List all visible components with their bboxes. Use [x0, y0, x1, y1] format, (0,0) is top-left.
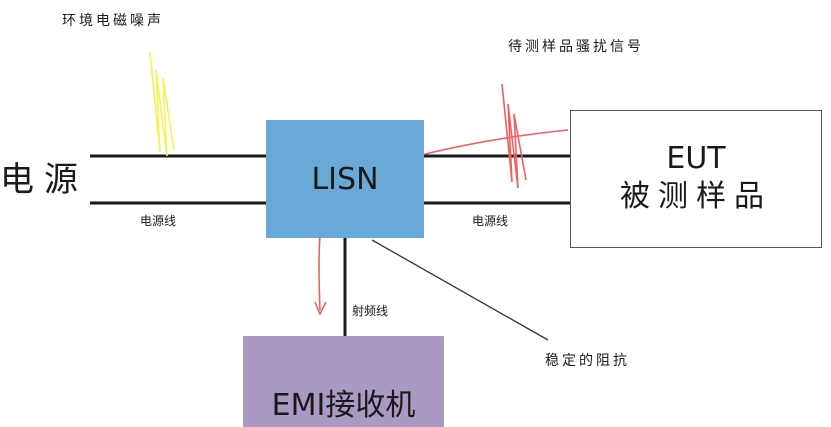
stable-impedance-label: 稳定的阻抗 — [545, 353, 630, 369]
eut-box: EUT 被测样品 — [570, 110, 822, 248]
eut-signal-label: 待测样品骚扰信号 — [508, 39, 644, 55]
impedance-pointer-line — [371, 239, 549, 341]
emi-receiver-label: EMI接收机 — [271, 388, 416, 423]
power-line-left-label: 电源线 — [140, 214, 177, 228]
emi-receiver-box: EMI接收机 — [243, 336, 444, 427]
power-source-label: 电源 — [0, 160, 88, 200]
rf-cable-label: 射频线 — [352, 304, 389, 318]
lisn-label: LISN — [311, 161, 379, 197]
eut-label: EUT — [666, 141, 726, 176]
power-line-right-label: 电源线 — [472, 214, 509, 228]
ambient-noise-squiggle — [149, 51, 175, 157]
lisn-box: LISN — [266, 120, 424, 238]
eut-name: 被测样品 — [620, 179, 772, 214]
ambient-noise-label: 环境电磁噪声 — [62, 13, 164, 29]
eut-emission-squiggle — [501, 83, 527, 189]
signal-arrow-head — [314, 301, 327, 316]
